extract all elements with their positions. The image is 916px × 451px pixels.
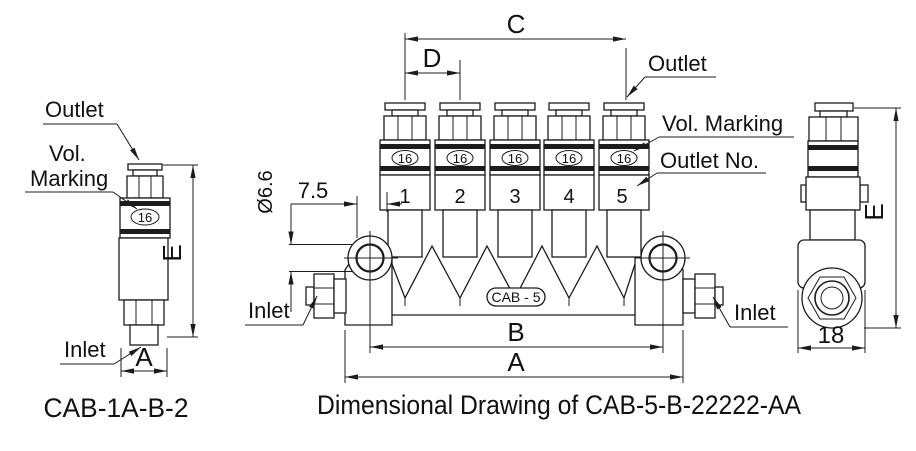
outlet-number: 2 xyxy=(454,186,465,208)
inlet-hex-nut xyxy=(694,273,716,319)
outlet-unit-4: 16 4 xyxy=(543,102,595,258)
left-dim-e: E xyxy=(157,164,198,338)
mounting-hole-right xyxy=(635,231,690,353)
inlet-right-label: Inlet xyxy=(734,300,776,325)
outlet-label: Outlet xyxy=(45,97,104,122)
vol-marking-ellipse xyxy=(555,150,583,166)
left-view: 16 E A Outlet Vol. Marking xyxy=(25,97,198,423)
vol-marking-ellipse xyxy=(391,150,419,166)
right-view-body xyxy=(797,102,869,329)
outlet-number: 4 xyxy=(563,186,574,208)
inlet-stub xyxy=(129,324,159,346)
outlet-number: 5 xyxy=(616,186,627,208)
dim-a-label: A xyxy=(507,347,525,377)
vol-marking-ellipse xyxy=(446,150,474,166)
inlet-stub xyxy=(305,286,315,306)
dim-offset-label: 7.5 xyxy=(298,178,329,203)
outlet-label: Outlet xyxy=(648,51,707,76)
dim-c: C xyxy=(404,9,627,100)
dim-width-label: 18 xyxy=(818,322,845,349)
inlet-fitting-right xyxy=(682,273,724,319)
dim-offset: 7.5 xyxy=(291,178,402,238)
inlet-port-bore xyxy=(820,286,844,310)
dim-b: B xyxy=(370,317,663,350)
inlet-left-label: Inlet xyxy=(248,298,290,323)
mid-block xyxy=(805,176,861,211)
vol-marking-value: 16 xyxy=(138,210,152,225)
outlet-unit-5: 16 5 xyxy=(598,102,650,258)
side-tab-right xyxy=(859,184,869,203)
outlet-number: 1 xyxy=(399,186,410,208)
vol-marking-ellipse xyxy=(130,208,160,226)
dim-a-label: A xyxy=(135,342,153,372)
neck-block xyxy=(809,209,856,241)
inlet-label: Inlet xyxy=(64,337,106,362)
inlet-fitting-left xyxy=(305,273,347,319)
vol-marking-value: 16 xyxy=(398,151,412,166)
body-marking-capsule: CAB - 5 xyxy=(486,287,546,307)
left-view-body: 16 xyxy=(118,163,171,346)
hex-nut-lower xyxy=(123,299,165,326)
vol-marking-value: 16 xyxy=(453,151,467,166)
dim-b-label: B xyxy=(507,317,524,347)
outlet-cap-flange xyxy=(814,102,854,112)
outlet-number: 3 xyxy=(509,186,520,208)
vol-marking-ellipse xyxy=(501,150,529,166)
mounting-hole-left xyxy=(344,231,398,353)
hex-nut-upper xyxy=(126,175,164,199)
dim-e-label: E xyxy=(859,203,889,220)
outlet-unit-2: 16 2 xyxy=(434,102,486,258)
dim-d: D xyxy=(405,43,461,100)
vol-marking-ellipse xyxy=(610,150,638,166)
inlet-hex-face xyxy=(807,276,857,320)
vol-marking-value: 16 xyxy=(562,151,576,166)
right-dim-width: 18 xyxy=(797,290,866,353)
dim-hole-label: Ø6.6 xyxy=(255,170,277,213)
inlet-port-middle xyxy=(814,280,850,316)
hex-nut-upper xyxy=(808,116,859,142)
outlet-cap-flange xyxy=(127,163,163,171)
drawing-caption: Dimensional Drawing of CAB-5-B-22222-AA xyxy=(317,390,801,420)
outlet-no-label: Outlet No. xyxy=(660,148,759,173)
outlet-cap-neck xyxy=(819,110,848,118)
center-view: 16 1 16 2 16 3 xyxy=(245,9,794,383)
right-dim-e: E xyxy=(854,107,901,329)
vol-marking-label: Vol. Marking xyxy=(662,111,783,136)
right-view: E 18 xyxy=(797,102,901,353)
body-marking-text: CAB - 5 xyxy=(491,289,540,305)
inlet-flange xyxy=(333,278,347,314)
dim-e-label: E xyxy=(157,244,187,261)
vol-label-line1: Vol. xyxy=(49,141,86,166)
left-view-caption: CAB-1A-B-2 xyxy=(44,393,189,423)
outlet-unit-3: 16 3 xyxy=(489,102,541,258)
vol-marking-value: 16 xyxy=(508,151,522,166)
dim-a: A xyxy=(344,330,684,383)
outlet-unit-1: 16 1 xyxy=(379,102,431,258)
main-body xyxy=(118,237,169,301)
center-callouts: Outlet Vol. Marking Outlet No. Inlet Inl… xyxy=(245,51,794,328)
vol-marking-value: 16 xyxy=(617,151,631,166)
dim-d-label: D xyxy=(423,43,442,73)
vol-label-line2: Marking xyxy=(30,166,108,191)
left-dim-a: A xyxy=(120,342,168,377)
left-callouts: Outlet Vol. Marking Inlet xyxy=(25,97,142,365)
dim-c-label: C xyxy=(507,9,526,39)
inlet-flange xyxy=(682,278,696,314)
outlet-cap-neck xyxy=(132,169,158,177)
side-tab-left xyxy=(800,184,807,203)
dim-hole-dia: Ø6.6 xyxy=(255,170,352,312)
